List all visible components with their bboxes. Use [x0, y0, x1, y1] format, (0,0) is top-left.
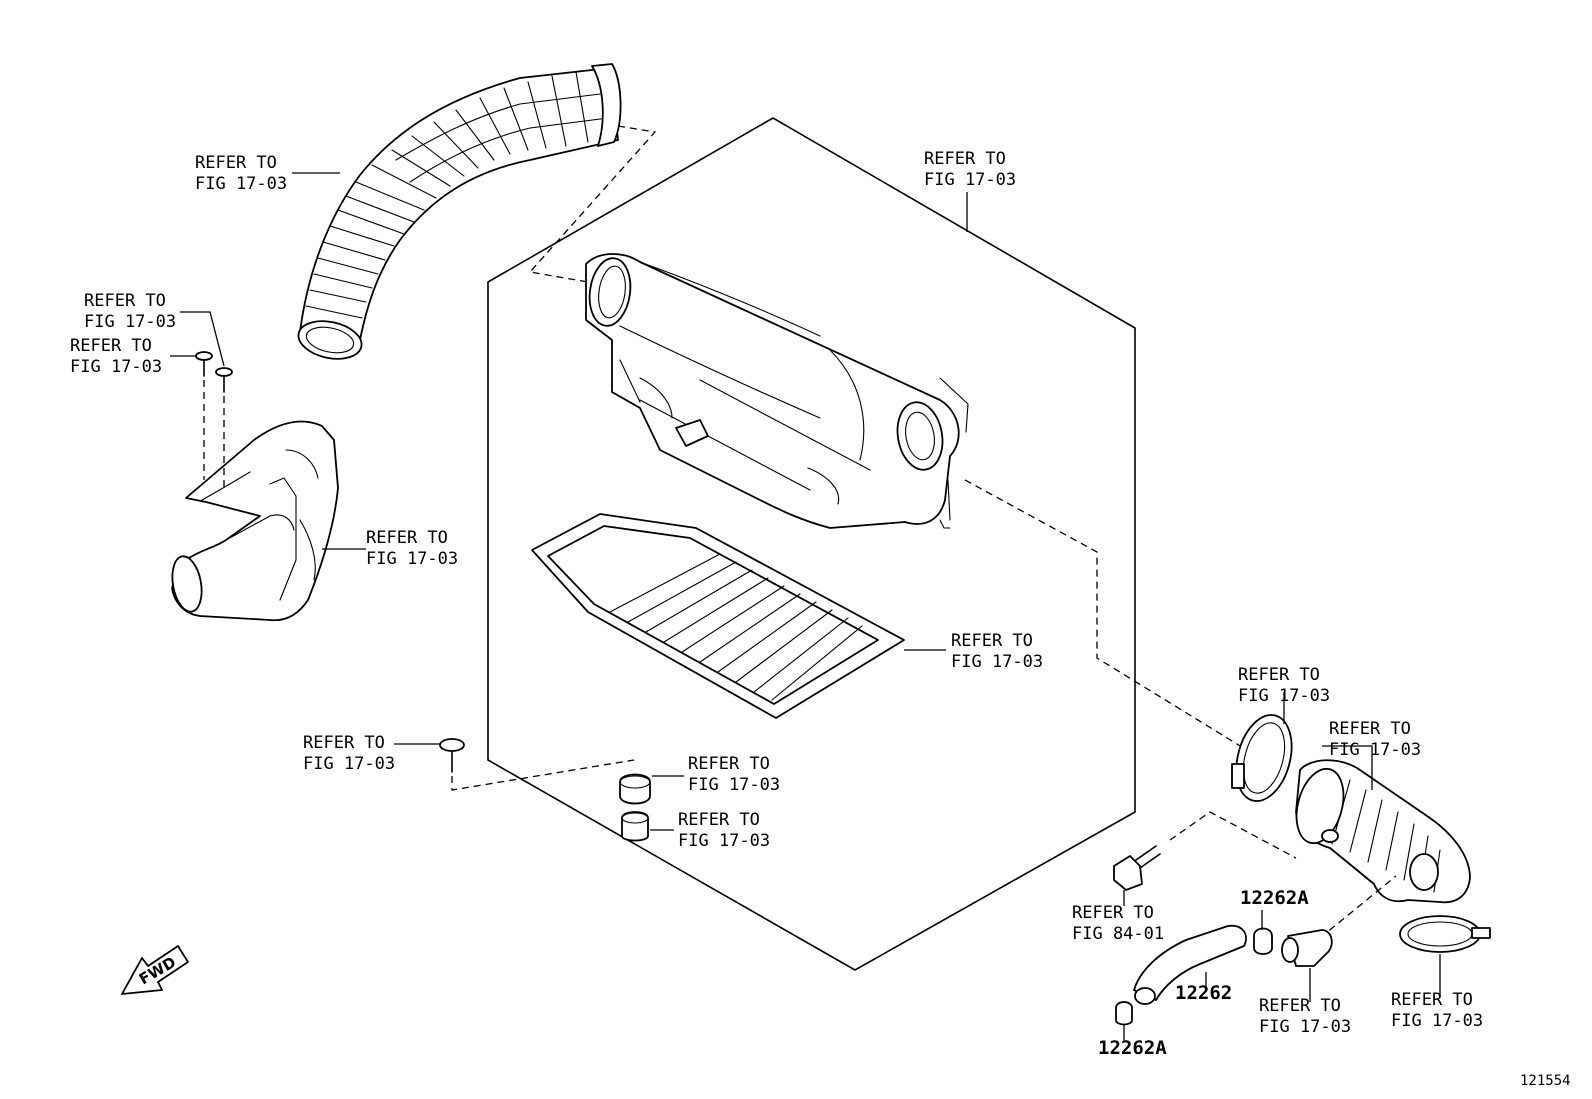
figure-id: 121554 — [1520, 1073, 1571, 1089]
part-number-clip-lower[interactable]: 12262A — [1098, 1037, 1167, 1059]
bolt-pair — [195, 351, 233, 490]
inlet-duct — [171, 420, 339, 622]
ventilation-hose — [1133, 924, 1247, 1005]
air-cleaner-case — [585, 253, 969, 529]
assembly-outline — [487, 117, 1136, 971]
fwd-arrow-icon — [121, 945, 189, 995]
hose-clamp-upper — [1231, 714, 1293, 802]
part-number-ventilation-hose[interactable]: 12262 — [1175, 982, 1233, 1004]
union — [1281, 929, 1333, 967]
upper-air-hose — [297, 63, 622, 360]
clip-12262a-upper — [1253, 927, 1273, 955]
clip-12262a-lower — [1115, 1001, 1133, 1026]
sensor — [1113, 845, 1161, 891]
grommet — [619, 773, 651, 805]
intake-hose — [1295, 759, 1471, 904]
collar — [621, 811, 649, 842]
part-number-clip-upper[interactable]: 12262A — [1240, 887, 1309, 909]
case-clip — [439, 738, 635, 791]
hose-clamp-lower — [1399, 915, 1491, 953]
filter-element — [531, 513, 905, 719]
